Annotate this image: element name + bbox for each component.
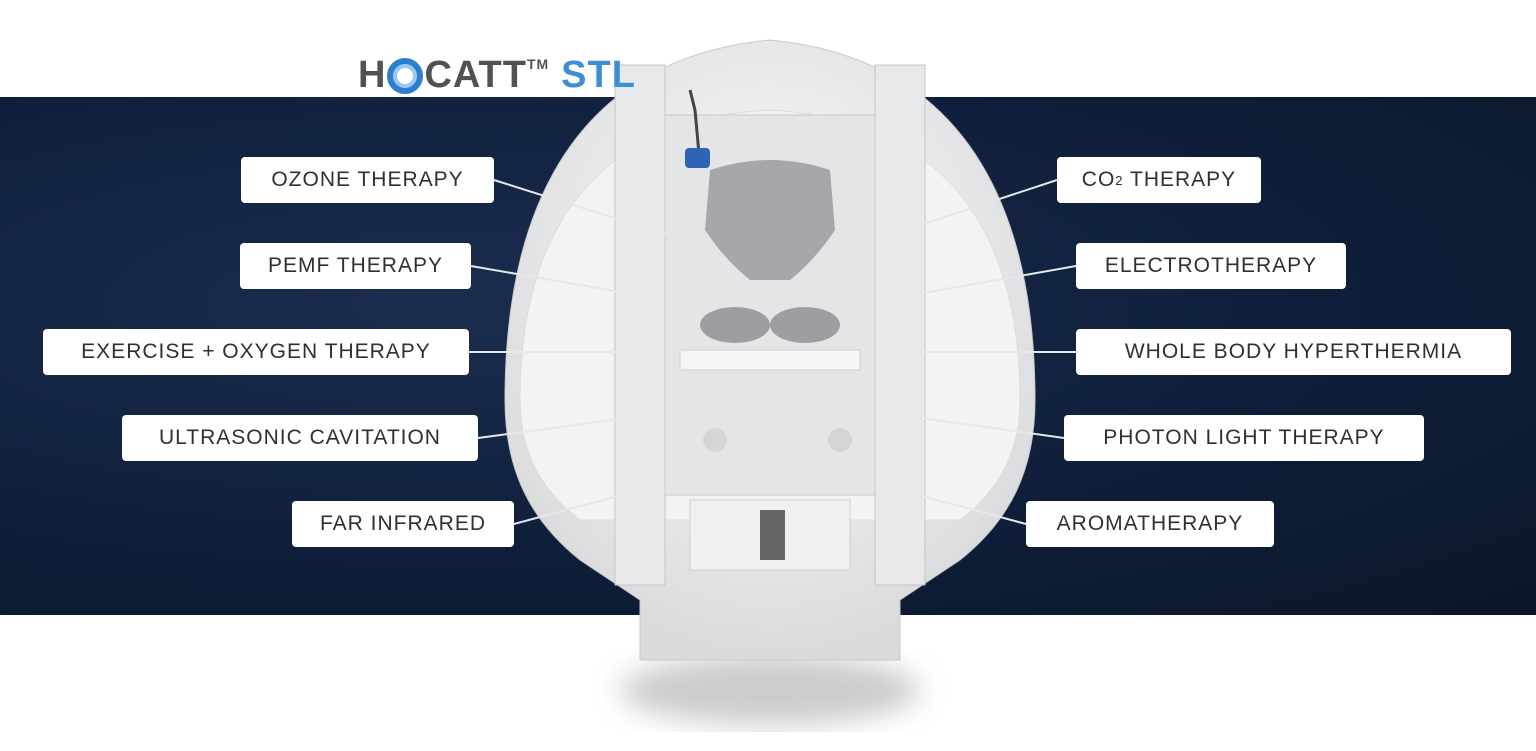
right-seat-pad <box>770 307 840 343</box>
trademark: TM <box>526 56 550 72</box>
label-ultrasonic-cavitation: ULTRASONIC CAVITATION <box>122 415 478 461</box>
foot-platform-slot <box>760 510 785 560</box>
label-pemf-therapy: PEMF THERAPY <box>240 243 471 289</box>
co2-subscript: 2 <box>1115 172 1124 188</box>
connector-line-aromatherapy <box>899 489 1027 525</box>
device-shadow <box>620 655 920 725</box>
ozone-nozzle <box>685 148 710 168</box>
backrest <box>705 160 835 280</box>
right-vent <box>828 428 852 452</box>
seat-ledge <box>679 349 861 371</box>
left-seat-pad <box>700 307 770 343</box>
connector-line-co2-therapy <box>889 179 1058 236</box>
connector-line-ultrasonic-cavitation <box>477 414 651 439</box>
co2-prefix: CO <box>1081 168 1116 191</box>
connector-line-pemf-therapy <box>470 265 656 299</box>
connector-line-ozone-therapy <box>493 179 669 236</box>
label-far-infrared: FAR INFRARED <box>292 501 514 547</box>
connector-line-photon-light-therapy <box>899 414 1065 439</box>
left-vent <box>703 428 727 452</box>
right-door <box>874 64 926 586</box>
ozone-hose <box>688 89 702 166</box>
label-photon-light-therapy: PHOTON LIGHT THERAPY <box>1064 415 1424 461</box>
logo-text-left: H <box>358 54 387 96</box>
logo-model: STL <box>561 54 636 96</box>
logo-text-right: CATT <box>424 54 527 96</box>
label-ozone-therapy: OZONE THERAPY <box>241 157 494 203</box>
label-aromatherapy: AROMATHERAPY <box>1026 501 1274 547</box>
label-whole-body-hyperthermia: WHOLE BODY HYPERTHERMIA <box>1076 329 1511 375</box>
connector-line-electrotherapy <box>894 265 1077 299</box>
swirl-logo-icon <box>387 58 424 94</box>
co2-suffix: THERAPY <box>1123 168 1237 191</box>
label-electrotherapy: ELECTROTHERAPY <box>1076 243 1346 289</box>
left-door <box>614 64 666 586</box>
label-exercise-oxygen-therapy: EXERCISE + OXYGEN THERAPY <box>43 329 469 375</box>
connector-line-far-infrared <box>513 489 641 525</box>
connector-lines <box>469 179 1077 525</box>
